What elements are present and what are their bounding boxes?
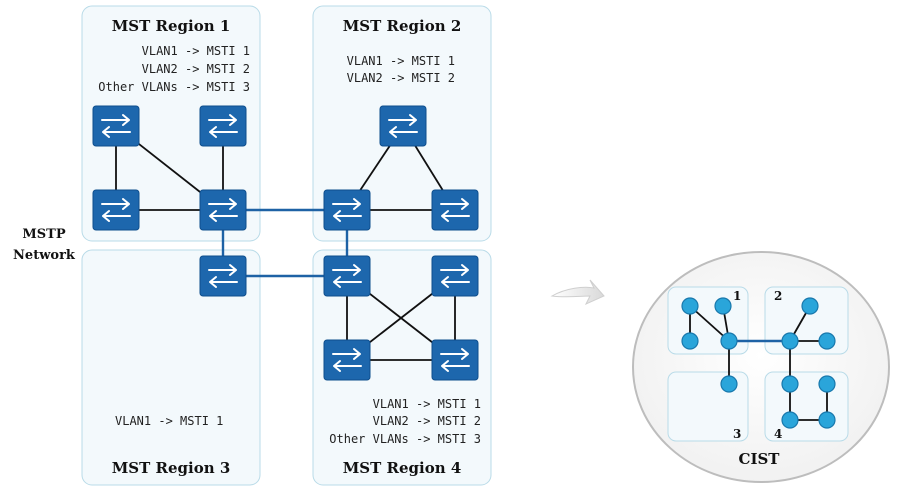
cist-node [781, 375, 799, 393]
switch-icon [92, 189, 140, 231]
network-label-line1: MSTP [22, 227, 65, 242]
region-2-mapping: VLAN1 -> MSTI 1 [347, 54, 455, 68]
region-4-mapping: VLAN1 -> MSTI 1 [373, 397, 481, 411]
cist-node [781, 411, 799, 429]
cist-node [781, 332, 799, 350]
switch-icon [431, 189, 479, 231]
cist-node [714, 297, 732, 315]
region-1-mapping: Other VLANs -> MSTI 3 [98, 80, 250, 94]
switch-icon [323, 339, 371, 381]
cist-subregion-label: 3 [733, 427, 741, 441]
region-2-mapping: VLAN2 -> MSTI 2 [347, 71, 455, 85]
switch-icon [323, 189, 371, 231]
region-3-box [81, 249, 261, 486]
region-4-mapping: Other VLANs -> MSTI 3 [329, 432, 481, 446]
cist-node [720, 375, 738, 393]
region-4-title: MST Region 4 [343, 459, 462, 477]
switch-icon [199, 255, 247, 297]
cist-label: CIST [739, 450, 781, 468]
region-3-mapping: VLAN1 -> MSTI 1 [115, 414, 223, 428]
region-4-mapping: VLAN2 -> MSTI 2 [373, 414, 481, 428]
region-1-mapping: VLAN1 -> MSTI 1 [142, 44, 250, 58]
cist-ellipse [632, 251, 890, 483]
switch-icon [431, 255, 479, 297]
switch-icon [199, 189, 247, 231]
region-1-box [81, 5, 261, 242]
region-4-box [312, 249, 492, 486]
cist-node [818, 375, 836, 393]
switch-icon [92, 105, 140, 147]
cist-node [681, 297, 699, 315]
switch-icon [379, 105, 427, 147]
region-1-mapping: VLAN2 -> MSTI 2 [142, 62, 250, 76]
arrow-icon [550, 279, 605, 306]
network-label-line2: Network [13, 248, 76, 263]
region-3-title: MST Region 3 [112, 459, 231, 477]
region-1-title: MST Region 1 [112, 17, 231, 35]
cist-node [720, 332, 738, 350]
cist-node [818, 332, 836, 350]
cist-subregion-label: 4 [774, 427, 782, 441]
cist-subregion-label: 2 [774, 289, 782, 303]
switch-icon [323, 255, 371, 297]
switch-icon [199, 105, 247, 147]
cist-subregion-label: 1 [733, 289, 741, 303]
cist-node [681, 332, 699, 350]
switch-icon [431, 339, 479, 381]
cist-node [801, 297, 819, 315]
cist-node [818, 411, 836, 429]
region-2-title: MST Region 2 [343, 17, 462, 35]
